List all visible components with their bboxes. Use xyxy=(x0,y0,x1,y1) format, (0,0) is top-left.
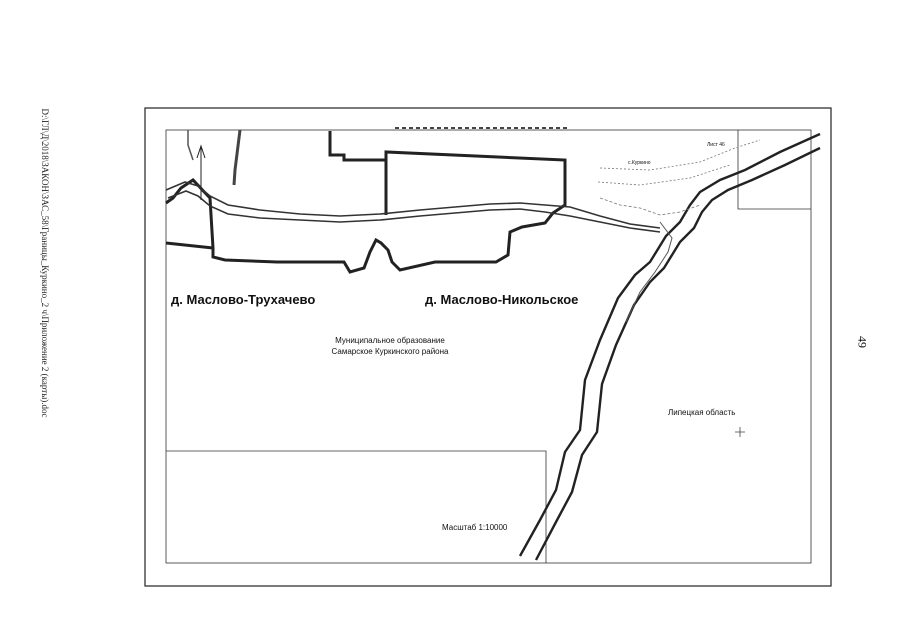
municipality-label: Муниципальное образование Самарское Курк… xyxy=(331,336,449,356)
secondary-road-2 xyxy=(599,139,761,171)
village-left-label: д. Маслово-Трухачево xyxy=(171,292,316,307)
block-label: Лист 46 xyxy=(707,142,725,148)
map-outer-frame xyxy=(144,107,832,587)
scale-label: Масштаб 1:10000 xyxy=(442,523,508,532)
region-label: Липецкая область xyxy=(668,408,736,417)
village-right-label: д. Маслово-Никольское xyxy=(425,292,579,307)
right-inset-box xyxy=(737,130,811,210)
settlement-boundary xyxy=(165,131,567,274)
north-arrow-head xyxy=(196,144,206,159)
river-lower-bank xyxy=(167,190,661,233)
cross-marker xyxy=(735,427,745,437)
road-label: с.Куркино xyxy=(628,160,651,166)
village-streets xyxy=(599,197,701,216)
secondary-road xyxy=(625,221,673,323)
river-upper-bank xyxy=(165,181,661,229)
north-boundary-stroke xyxy=(187,130,194,161)
secondary-road-3 xyxy=(597,164,731,186)
highway-east-line xyxy=(534,146,821,561)
scale-panel-box xyxy=(166,450,547,563)
north-boundary-stroke-2 xyxy=(232,129,242,186)
highway-west-line xyxy=(518,132,821,557)
map-inner-frame xyxy=(165,129,812,564)
settlement-left-base xyxy=(165,241,214,250)
